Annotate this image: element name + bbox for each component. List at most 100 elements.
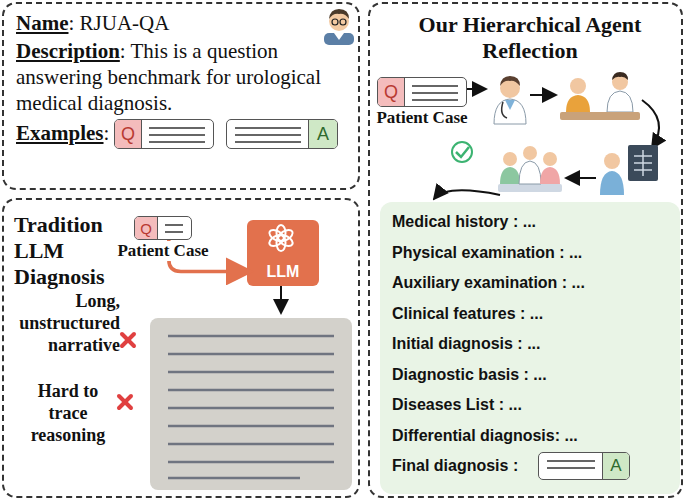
field-line: Diagnostic basis : ... <box>392 365 547 385</box>
answer-card: A <box>538 452 630 480</box>
check-mark <box>452 142 472 162</box>
xray-board <box>628 145 658 181</box>
flow-connector <box>169 240 247 271</box>
avatar-collar <box>334 33 344 40</box>
field-key: Description <box>16 39 120 63</box>
check-circle <box>452 142 472 162</box>
doctor-hair <box>612 72 628 80</box>
flow-arrow <box>280 286 282 313</box>
patient-case-card: QPatient Case <box>377 77 467 107</box>
doctor-head <box>612 74 628 90</box>
red-cross <box>119 396 131 408</box>
doctor-coat <box>519 161 541 184</box>
logo-petal <box>276 228 294 244</box>
avatar-head <box>329 11 349 31</box>
text-lines <box>412 85 458 101</box>
flow-arrow <box>566 177 596 179</box>
llm-output-text <box>150 318 352 490</box>
flow-arrow <box>467 88 486 90</box>
llm-logo <box>267 225 294 251</box>
patient-body <box>600 171 624 195</box>
llm-box: LLM <box>247 220 319 286</box>
logo-petal <box>276 233 294 249</box>
answer-mark: A <box>308 120 337 148</box>
patient-head <box>570 78 586 94</box>
field-line: Final diagnosis : <box>392 456 518 476</box>
doctor-coat <box>607 91 633 112</box>
xray-ribs <box>634 150 652 176</box>
flow-arrow <box>530 94 556 96</box>
xray-figure <box>600 145 658 195</box>
doctor-coat <box>494 99 526 124</box>
field-line: Auxiliary examination : ... <box>392 273 585 293</box>
question-mark: Q <box>378 78 405 106</box>
consultation-figure <box>560 72 640 120</box>
text-lines <box>235 127 301 143</box>
flow-arrow <box>434 190 500 199</box>
field-value: : RJUA-QA <box>68 11 169 35</box>
flow-arrow <box>642 100 659 148</box>
question-card: Q <box>114 119 214 149</box>
info-panel: Name: RJUA-QADescription: This is a ques… <box>2 2 360 190</box>
model-label: LLM <box>247 263 319 281</box>
panel-title: Our Hierarchical Agent Reflection <box>405 12 655 64</box>
field-line: Initial diagnosis : ... <box>392 334 540 354</box>
red-cross <box>122 334 134 346</box>
field-line: Clinical features : ... <box>392 304 543 324</box>
doctor-figure <box>494 76 526 124</box>
field-line: Physical examination : ... <box>392 243 582 263</box>
question-mark: Q <box>135 217 158 239</box>
benchmark-description: Description: This is a question answerin… <box>16 38 351 116</box>
card-caption: Patient Case <box>115 241 210 261</box>
doctor-body <box>500 167 520 184</box>
card-caption: Patient Case <box>374 108 469 128</box>
panel-title: Tradition LLM Diagnosis <box>14 212 119 290</box>
doctor-avatar <box>324 9 354 45</box>
annotation-label: Hard to trace reasoning <box>22 380 114 446</box>
doctor-shirt <box>505 100 515 110</box>
field-line: Differential diagnosis: ... <box>392 426 578 446</box>
doctor-team-figure <box>498 146 562 192</box>
text-lines <box>168 336 334 478</box>
field-key: Name <box>16 11 68 35</box>
desk <box>560 112 640 120</box>
bed <box>498 184 562 192</box>
agent-panel: Our Hierarchical Agent ReflectionQPatien… <box>368 2 683 498</box>
patient-head <box>604 153 620 169</box>
answer-mark: A <box>602 453 629 479</box>
avatar-glasses <box>340 19 346 25</box>
answer-card: A <box>226 119 338 149</box>
doctor-head <box>543 152 557 166</box>
doctor-hair <box>500 76 520 86</box>
question-mark: Q <box>115 120 142 148</box>
field-key: Examples <box>16 121 104 145</box>
stethoscope <box>502 102 507 118</box>
doctor-head <box>500 78 520 98</box>
doctor-head <box>523 146 537 160</box>
check-tick <box>456 147 469 157</box>
annotation-label: Long, unstructured narrative <box>4 290 120 356</box>
field-line: Medical history : ... <box>392 212 536 232</box>
avatar-hair <box>329 9 349 19</box>
logo-petal <box>267 228 285 244</box>
patient-body <box>566 95 590 112</box>
doctor-head <box>503 152 517 166</box>
output-box <box>150 318 352 490</box>
avatar-glasses <box>332 19 338 25</box>
patient-case-card: QPatient Case <box>134 216 192 240</box>
avatar-coat <box>324 33 354 45</box>
text-lines <box>149 127 205 143</box>
doctor-body <box>540 167 560 184</box>
field-value: : <box>104 121 110 145</box>
structured-output-panel: Medical history : ... Physical examinatio… <box>380 202 680 494</box>
text-lines <box>547 460 595 474</box>
logo-petal <box>277 235 286 251</box>
field-line: Diseases List : ... <box>392 395 522 415</box>
logo-petal <box>277 225 286 241</box>
benchmark-name: Name: RJUA-QA <box>16 10 316 36</box>
logo-petal <box>267 233 285 249</box>
text-lines <box>165 224 183 234</box>
